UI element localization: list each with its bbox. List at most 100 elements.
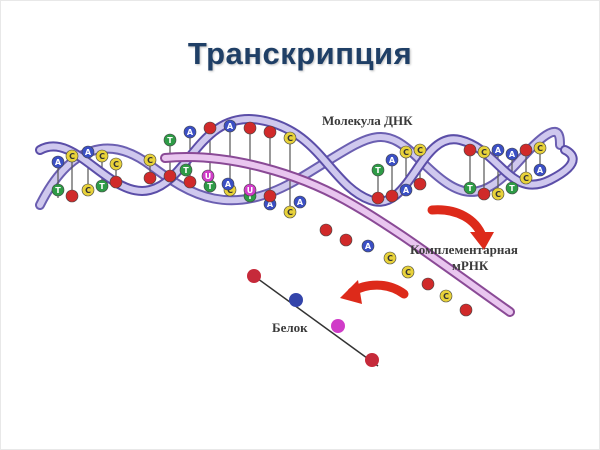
svg-text:C: C [99,152,105,161]
svg-text:T: T [167,136,173,145]
amino-acid-bead [365,353,379,367]
svg-text:A: A [495,146,502,155]
svg-text:A: A [509,150,516,159]
dna-base: A [51,155,65,169]
mrna-base: U [243,183,257,197]
dna-base: T [463,181,477,195]
dna-base: C [477,145,491,159]
mrna-base: U [201,169,215,183]
dna-strand-back-fill [37,128,563,208]
dna-base: C [81,183,95,197]
svg-text:A: A [55,158,62,167]
svg-text:C: C [495,190,501,199]
dna-base [143,171,157,185]
dna-base [263,125,277,139]
mrna-base: C [383,251,397,265]
dna-base: C [491,187,505,201]
amino-acid-bead [247,269,261,283]
amino-acid-bead [289,293,303,307]
svg-text:T: T [375,166,381,175]
dna-base [163,169,177,183]
dna-base [203,121,217,135]
dna-base [183,175,197,189]
dna-base: A [183,125,197,139]
svg-text:T: T [55,186,61,195]
svg-text:T: T [467,184,473,193]
dna-base: C [109,157,123,171]
dna-base: T [51,183,65,197]
svg-text:T: T [207,182,213,191]
dna-base: T [371,163,385,177]
svg-text:A: A [187,128,194,137]
mrna-base [421,277,435,291]
svg-text:A: A [225,180,232,189]
dna-base: C [413,143,427,157]
dna-base: A [385,153,399,167]
dna-label: Молекула ДНК [322,113,413,128]
dna-base [371,191,385,205]
protein-label: Белок [272,320,308,335]
dna-base [109,175,123,189]
svg-text:U: U [205,172,212,181]
dna-base: A [533,163,547,177]
svg-text:C: C [147,156,153,165]
dna-base [65,189,79,203]
svg-text:T: T [247,192,253,201]
dna-base: A [491,143,505,157]
dna-base: A [505,147,519,161]
mrna-base: C [439,289,453,303]
dna-base: T [163,133,177,147]
dna-base: C [95,149,109,163]
svg-text:T: T [99,182,105,191]
mrna-base [339,233,353,247]
protein-chain [247,269,379,367]
svg-text:T: T [183,166,189,175]
curved-arrow-icon [427,205,494,250]
dna-base [519,143,533,157]
svg-text:A: A [403,186,410,195]
svg-text:A: A [389,156,396,165]
svg-text:A: A [297,198,304,207]
mrna-base: A [293,195,307,209]
dna-base [463,143,477,157]
dna-base: A [81,145,95,159]
svg-text:C: C [481,148,487,157]
dna-base: C [519,171,533,185]
dna-base: C [283,205,297,219]
dna-base: C [65,149,79,163]
mrna-base [263,189,277,203]
mrna-label-line1: Комплементарная [410,242,518,257]
svg-text:T: T [509,184,515,193]
mrna-base: C [401,265,415,279]
mrna-label-line2: мРНК [452,258,489,273]
dna-base: C [533,141,547,155]
dna-base: T [505,181,519,195]
page-title: Транскрипция [187,36,413,71]
svg-text:A: A [365,242,372,251]
mrna-base [319,223,333,237]
svg-text:A: A [227,122,234,131]
dna-strand-front-fill [37,116,576,205]
mrna-strand-fill [162,154,513,315]
dna-base: A [223,119,237,133]
dna-base: T [95,179,109,193]
svg-text:C: C [537,144,543,153]
svg-text:C: C [287,134,293,143]
svg-text:C: C [443,292,449,301]
svg-text:A: A [537,166,544,175]
dna-base: A [399,183,413,197]
dna-base [477,187,491,201]
svg-text:C: C [523,174,529,183]
mrna-base: A [221,177,235,191]
svg-text:C: C [69,152,75,161]
svg-text:C: C [287,208,293,217]
svg-text:C: C [227,186,233,195]
amino-acid-bead [331,319,345,333]
mrna-base: A [361,239,375,253]
dna-base: C [283,131,297,145]
dna-base [385,189,399,203]
svg-text:C: C [85,186,91,195]
dna-base [243,121,257,135]
